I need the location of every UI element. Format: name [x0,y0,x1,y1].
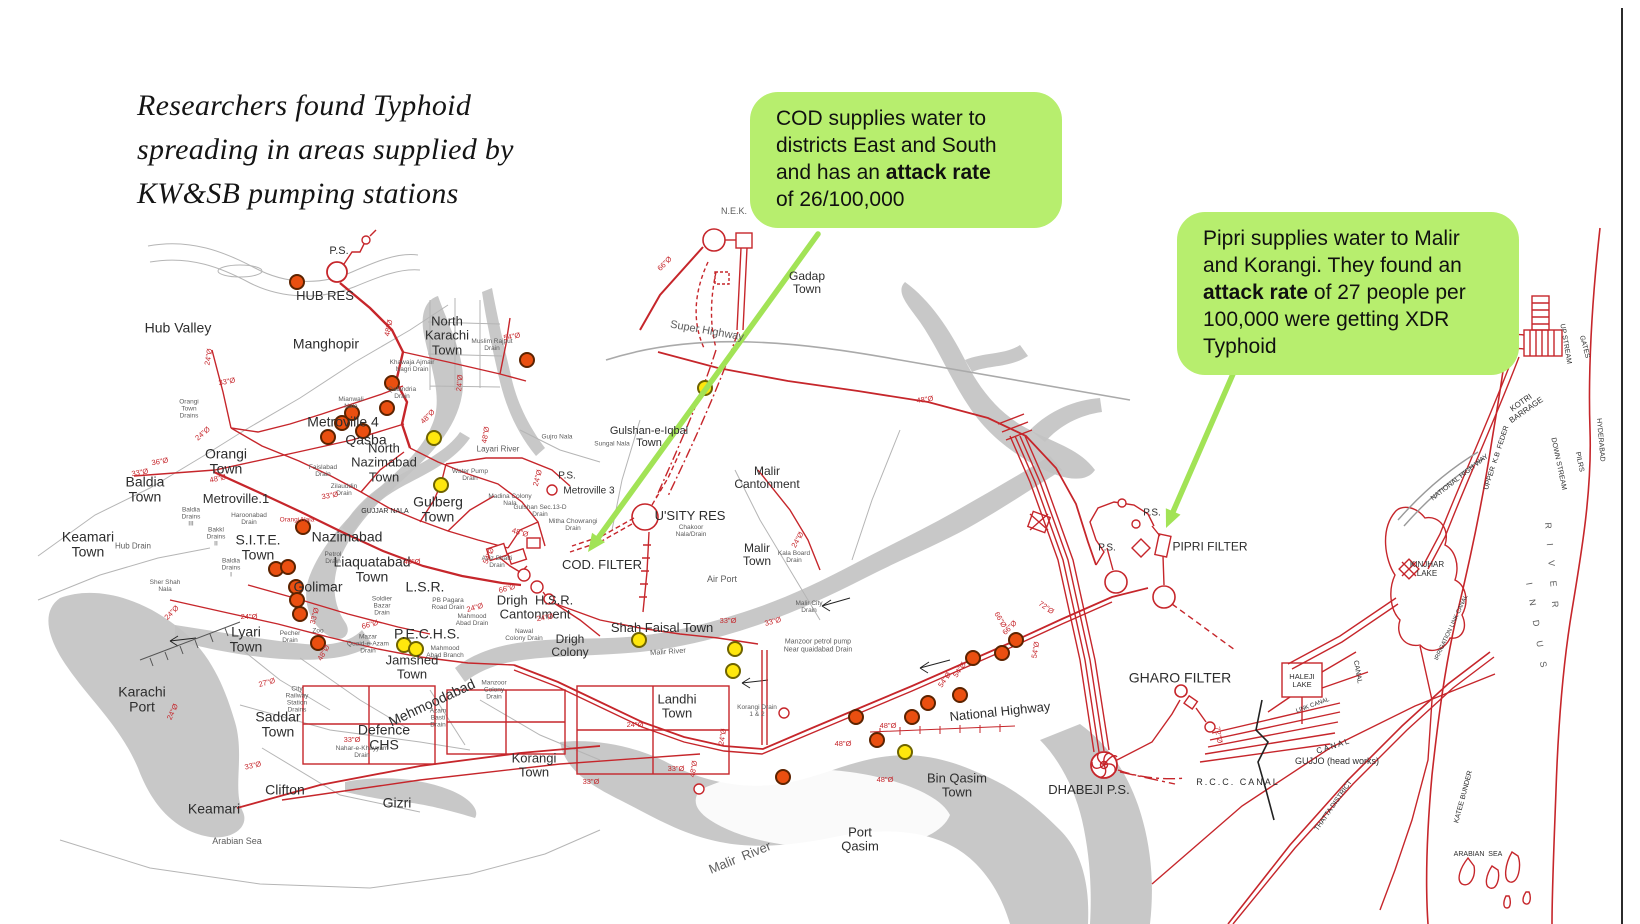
hub-river-outline [147,243,419,282]
metroville3-symbol [546,484,558,496]
case-dot-orange [848,709,864,725]
port-qasim-island [695,769,950,851]
headline: Researchers found Typhoid spreading in a… [137,89,514,211]
indus-right-bank [1551,227,1601,924]
gujjar-nala [342,432,470,535]
hub-ps-symbol [326,229,377,283]
case-dot-orange [292,606,308,622]
malir-upper-branches [901,282,1095,479]
callout-arrow-line [1170,371,1236,515]
attack-rate-emphasis: attack rate [885,161,991,184]
case-dot-orange [289,274,305,290]
clifton-creek [345,778,477,818]
case-dot-yellow [725,663,741,679]
gharo-filter-symbols [1174,684,1216,733]
gharo-creek [1040,724,1152,924]
cod-filter-complex [485,537,601,637]
case-dot-orange [289,592,305,608]
callout-text: Pipri supplies water to Malir and Korang… [1203,227,1462,277]
case-dot-orange [280,559,296,575]
flow-arrow [919,659,951,674]
case-dot-orange [310,635,326,651]
indus-islands [1458,851,1531,909]
case-dot-yellow [897,744,913,760]
case-dot-yellow [727,641,743,657]
callout-pipri: Pipri supplies water to Malir and Korang… [1177,212,1519,375]
attack-rate-emphasis: attack rate [1203,281,1309,304]
north-karachi-stream [482,288,545,456]
case-dot-orange [994,645,1010,661]
callout-arrow-line [595,231,821,541]
haleji-lake-box [1281,662,1323,698]
case-dot-orange [295,519,311,535]
binqasim-railway [869,724,1016,736]
callout-text: of 27 people per 100,000 were getting XD… [1203,281,1466,358]
case-dot-yellow [631,632,647,648]
case-dot-yellow [426,430,442,446]
typhoid-case-dots [268,274,1024,785]
case-dot-orange [920,695,936,711]
harbour-channel [175,625,372,660]
flow-arrow [821,597,851,612]
railway-ticks [139,621,241,667]
case-dot-orange [288,579,304,595]
case-dot-yellow [408,641,424,657]
korangi-grid [236,685,730,809]
case-dot-orange [379,400,395,416]
callout-text: COD supplies water to districts East and… [776,107,997,184]
karachi-harbour [48,592,245,838]
hub-river-island [217,264,263,278]
indus-left-bank [1425,254,1513,924]
case-dot-orange [384,375,400,391]
case-dot-orange [1008,632,1024,648]
dhabeji-pinwheel-symbol [1090,751,1176,785]
callout-arrow-head [1165,508,1181,528]
case-dot-orange [904,709,920,725]
case-dot-orange [334,415,350,431]
case-dot-yellow [433,477,449,493]
nek-reservoir-symbols [639,228,753,501]
pipri-filter-symbols [1104,498,1176,609]
super-highway-road [605,340,1131,401]
callout-arrows [588,231,1236,552]
case-dot-orange [775,769,791,785]
callout-cod: COD supplies water to districts East and… [750,92,1062,228]
water-bodies [48,282,1152,924]
case-dot-orange [869,732,885,748]
malir-river-ribbon [455,456,1062,682]
case-dot-orange [344,405,360,421]
case-dot-orange [355,423,371,439]
flow-arrow [741,677,769,689]
case-dot-orange [320,429,336,445]
callout-text: of 26/100,000 [776,188,905,211]
flow-arrow [169,635,197,647]
usity-reservoir-symbol [569,451,681,613]
malir-branch-b [965,345,1028,372]
case-dot-orange [965,650,981,666]
hub-river-outline-2 [149,259,421,297]
railway-line [1255,699,1275,821]
case-dot-orange [952,687,968,703]
callout-arrow-head [588,532,606,552]
lyari-river [306,296,464,639]
case-dot-orange [519,352,535,368]
nh-banner [1397,451,1485,527]
malir-branch-a [1030,398,1102,442]
pipeline-network [133,227,1601,924]
